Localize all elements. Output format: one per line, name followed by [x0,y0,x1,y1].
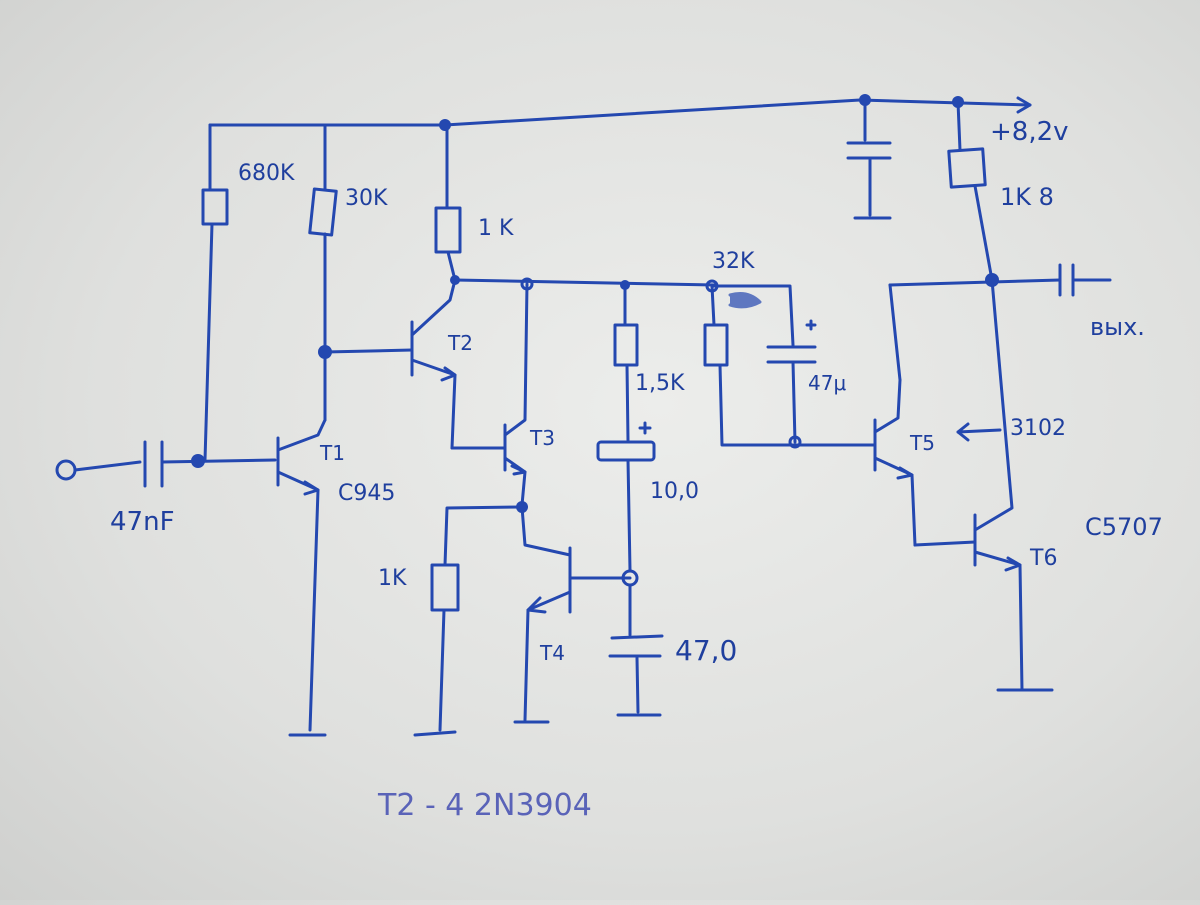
label-output: вых. [1090,313,1145,341]
plus-mark-10 [638,421,652,435]
resistor-1k-top [434,123,462,285]
label-1k-top: 1 K [478,216,514,241]
label-t5: T5 [909,431,935,455]
transistor-t5 [793,283,917,547]
t5-pointer [956,422,1002,442]
transistor-t1 [55,418,327,737]
label-c5707: C5707 [1085,513,1163,541]
input-terminal [55,459,77,481]
middle-bus [453,277,719,293]
footer-note: T2 - 4 2N3904 [377,788,592,823]
label-c945: C945 [338,481,395,506]
label-t2: T2 [447,331,473,355]
resistor-1k-low [413,505,524,737]
transistor-t3 [450,282,529,513]
capacitor-10 [596,440,656,572]
plus-mark-47m [805,319,817,331]
label-32k: 32K [712,249,755,274]
transistor-t6 [913,278,1054,692]
label-1k-low: 1K [378,566,407,591]
label-t1: T1 [319,441,345,465]
power-rail [208,94,1032,131]
label-1k8: 1K 8 [1000,183,1054,211]
output-node [888,100,1112,297]
resistor-32k [703,284,802,449]
label-47nf: 47nF [110,507,175,537]
supply-capacitor [846,98,892,220]
label-t3: T3 [529,426,555,450]
capacitor-47 [608,583,664,717]
label-30k: 30K [345,186,388,211]
label-10: 10,0 [650,479,699,504]
label-680k: 680K [238,161,295,186]
label-3102: 3102 [1010,416,1066,441]
label-vcc: +8,2v [990,117,1069,147]
label-t4: T4 [539,641,565,665]
capacitor-47m [710,284,817,444]
resistor-1-5k [613,283,639,442]
resistor-30k [308,123,338,422]
label-1-5k: 1,5K [635,371,685,396]
transistor-t4 [513,505,639,724]
label-47m: 47μ [808,371,846,395]
transistor-t2 [323,278,457,450]
resistor-680k [201,123,229,462]
label-47: 47,0 [675,634,737,667]
label-t6: T6 [1029,546,1057,571]
